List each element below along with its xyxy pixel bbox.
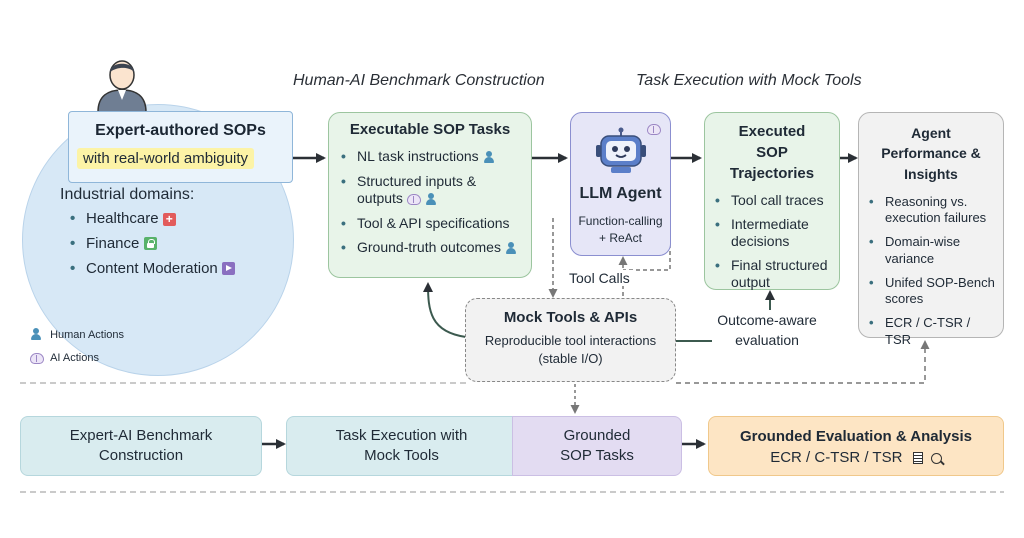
executable-tasks-box: Executable SOP Tasks NL task instruction…	[328, 112, 532, 367]
list-item: NL task instructions	[339, 148, 531, 166]
list-item: Content Moderation	[68, 260, 235, 279]
magnifier-icon	[930, 452, 945, 465]
llm-agent-title: LLM Agent	[579, 185, 662, 202]
medical-cross-icon: +	[162, 212, 176, 226]
list-item: Unifed SOP-Bench scores	[867, 275, 1011, 308]
list-item: Tool & API specifications	[339, 215, 531, 233]
robot-icon	[595, 127, 647, 175]
pipeline-step-grounded: Grounded SOP Tasks	[512, 416, 682, 476]
brain-icon	[30, 352, 44, 364]
sop-source-box: Expert-authored SOPs with real-world amb…	[68, 111, 293, 183]
mock-tools-box: Mock Tools & APIs Reproducible tool inte…	[465, 298, 676, 444]
mock-tools-desc: Reproducible tool interactions (stable I…	[484, 333, 657, 366]
mock-tools-title: Mock Tools & APIs	[503, 309, 638, 326]
llm-agent-subtitle: Function-calling + ReAct	[578, 214, 663, 245]
list-item: Healthcare +	[68, 210, 235, 229]
llm-agent-box: LLM Agent Function-calling + ReAct	[570, 112, 671, 256]
legend-ai: AI Actions	[30, 352, 124, 364]
pipeline-step-evaluation: Grounded Evaluation & Analysis ECR / C-T…	[708, 416, 1004, 476]
report-icon	[912, 452, 923, 465]
lock-icon	[143, 237, 157, 251]
brain-icon	[406, 193, 421, 205]
outcome-eval-label: Outcome-aware evaluation	[717, 312, 817, 348]
tool-calls-label: Tool Calls	[566, 270, 633, 286]
play-icon	[221, 262, 235, 276]
list-item: Structured inputs & outputs	[339, 173, 507, 208]
list-item: Reasoning vs. execution failures	[867, 194, 997, 227]
legend-human: Human Actions	[30, 328, 124, 342]
domain-list: Healthcare + Finance Content Moderation	[68, 210, 235, 278]
sop-source-title: Expert-authored SOPs	[95, 122, 266, 139]
list-item: Ground-truth outcomes	[339, 239, 531, 257]
person-icon	[505, 242, 517, 255]
person-icon	[30, 328, 44, 342]
pipeline-metrics: ECR / C-TSR / TSR	[709, 449, 1003, 466]
person-icon	[425, 193, 437, 206]
pipeline-step-execution: Task Execution with Mock Tools	[286, 416, 516, 476]
header-execution: Task Execution with Mock Tools	[636, 72, 862, 89]
performance-box: Agent Performance & Insights Reasoning v…	[858, 112, 1004, 347]
trajectories-list: Tool call traces Intermediate decisions …	[713, 192, 833, 292]
list-item: Intermediate decisions	[713, 216, 827, 251]
list-item: Finance	[68, 235, 235, 254]
arrow-mock-to-tasks	[423, 282, 467, 338]
trajectories-title: Executed SOP Trajectories	[729, 123, 815, 182]
performance-list: Reasoning vs. execution failures Domain-…	[867, 194, 997, 348]
sop-source-highlight: with real-world ambiguity	[77, 148, 255, 169]
pipeline-step-construction: Expert-AI Benchmark Construction	[20, 416, 262, 476]
legend: Human Actions AI Actions	[30, 328, 124, 364]
person-icon	[483, 151, 495, 164]
executable-tasks-title: Executable SOP Tasks	[349, 121, 511, 138]
header-construction: Human-AI Benchmark Construction	[293, 72, 545, 89]
list-item: Tool call traces	[713, 192, 833, 210]
list-item: Final structured output	[713, 257, 843, 292]
brain-icon	[647, 124, 661, 136]
domains-label: Industrial domains:	[60, 186, 195, 203]
person-icon	[92, 58, 152, 113]
list-item: ECR / C-TSR / TSR	[867, 315, 997, 348]
performance-title: Agent Performance & Insights	[881, 125, 981, 182]
executable-tasks-list: NL task instructions Structured inputs &…	[339, 148, 531, 257]
trajectories-box: Executed SOP Trajectories Tool call trac…	[704, 112, 840, 290]
list-item: Domain-wise variance	[867, 234, 985, 267]
